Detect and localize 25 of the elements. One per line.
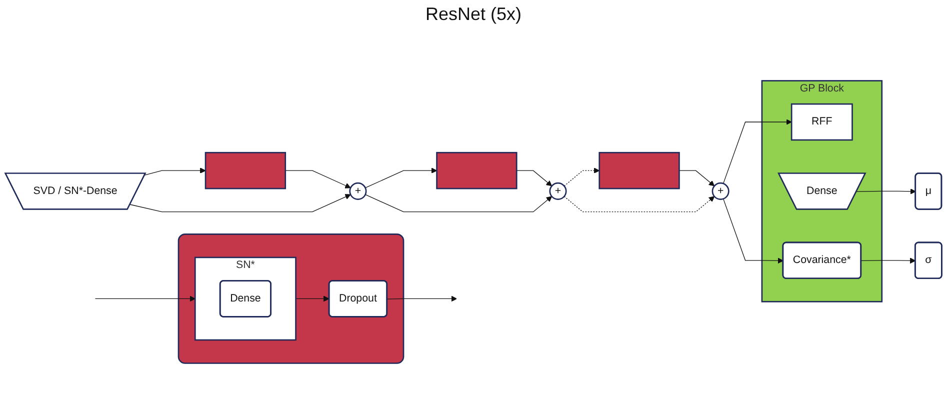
arrow <box>516 170 552 186</box>
group-label: ResNet (5x) <box>425 4 522 25</box>
node-circle: + <box>549 182 567 200</box>
arrow <box>365 194 552 212</box>
arrow <box>564 196 715 212</box>
arrow <box>860 258 916 264</box>
arrow <box>856 188 916 194</box>
arrow <box>722 198 784 264</box>
arrow <box>295 296 330 302</box>
node-bar <box>436 152 518 190</box>
arrow <box>722 119 792 184</box>
arrow <box>94 296 196 302</box>
arrow <box>386 296 457 302</box>
node-bar <box>598 152 680 190</box>
arrow <box>678 170 715 186</box>
arrow <box>285 170 351 188</box>
node-circle: + <box>712 182 730 200</box>
node-circle: + <box>349 182 367 200</box>
node-box: RFF <box>790 103 853 141</box>
node-bar <box>204 152 286 190</box>
arrow <box>130 194 351 212</box>
arrow <box>564 168 600 186</box>
arrow <box>365 168 438 188</box>
cluster <box>178 234 404 364</box>
arrow <box>144 168 206 176</box>
